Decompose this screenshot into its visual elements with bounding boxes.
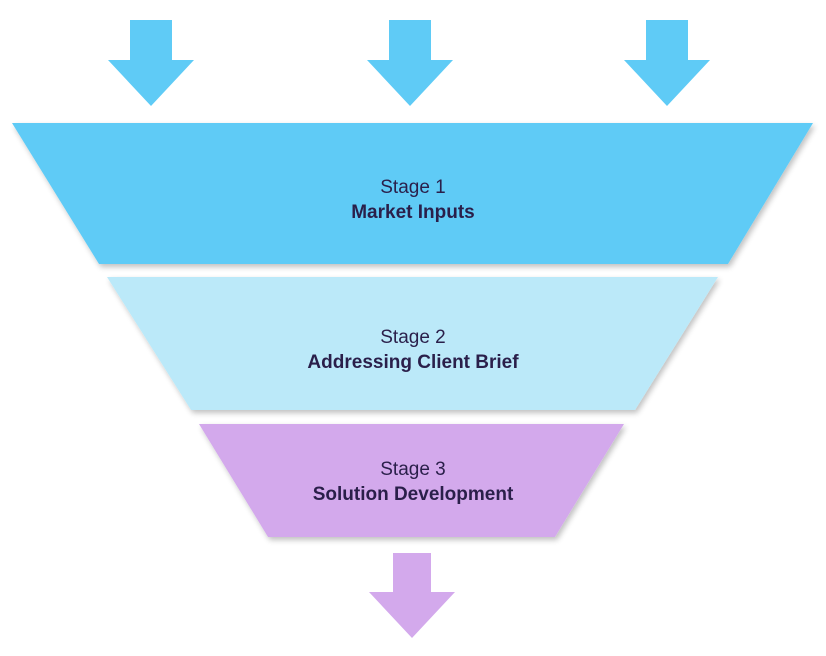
stage-1-number: Stage 1 [380, 177, 446, 198]
stage-1-band [12, 123, 813, 264]
stage-3-number: Stage 3 [380, 459, 446, 480]
stage-1-title: Market Inputs [351, 202, 475, 223]
input-arrow-left-icon [108, 20, 194, 106]
stage-2-title: Addressing Client Brief [307, 352, 519, 373]
input-arrow-right-icon [624, 20, 710, 106]
stage-3-band [199, 424, 624, 537]
stage-2-number: Stage 2 [380, 327, 446, 348]
input-arrow-center-icon [367, 20, 453, 106]
stage-3-title: Solution Development [312, 484, 514, 505]
output-arrow-icon [369, 553, 455, 638]
stage-1-label: Stage 1 Market Inputs [0, 178, 826, 222]
stage-3-label: Stage 3 Solution Development [0, 460, 826, 504]
stage-2-band [107, 277, 718, 410]
stage-2-label: Stage 2 Addressing Client Brief [0, 328, 826, 372]
